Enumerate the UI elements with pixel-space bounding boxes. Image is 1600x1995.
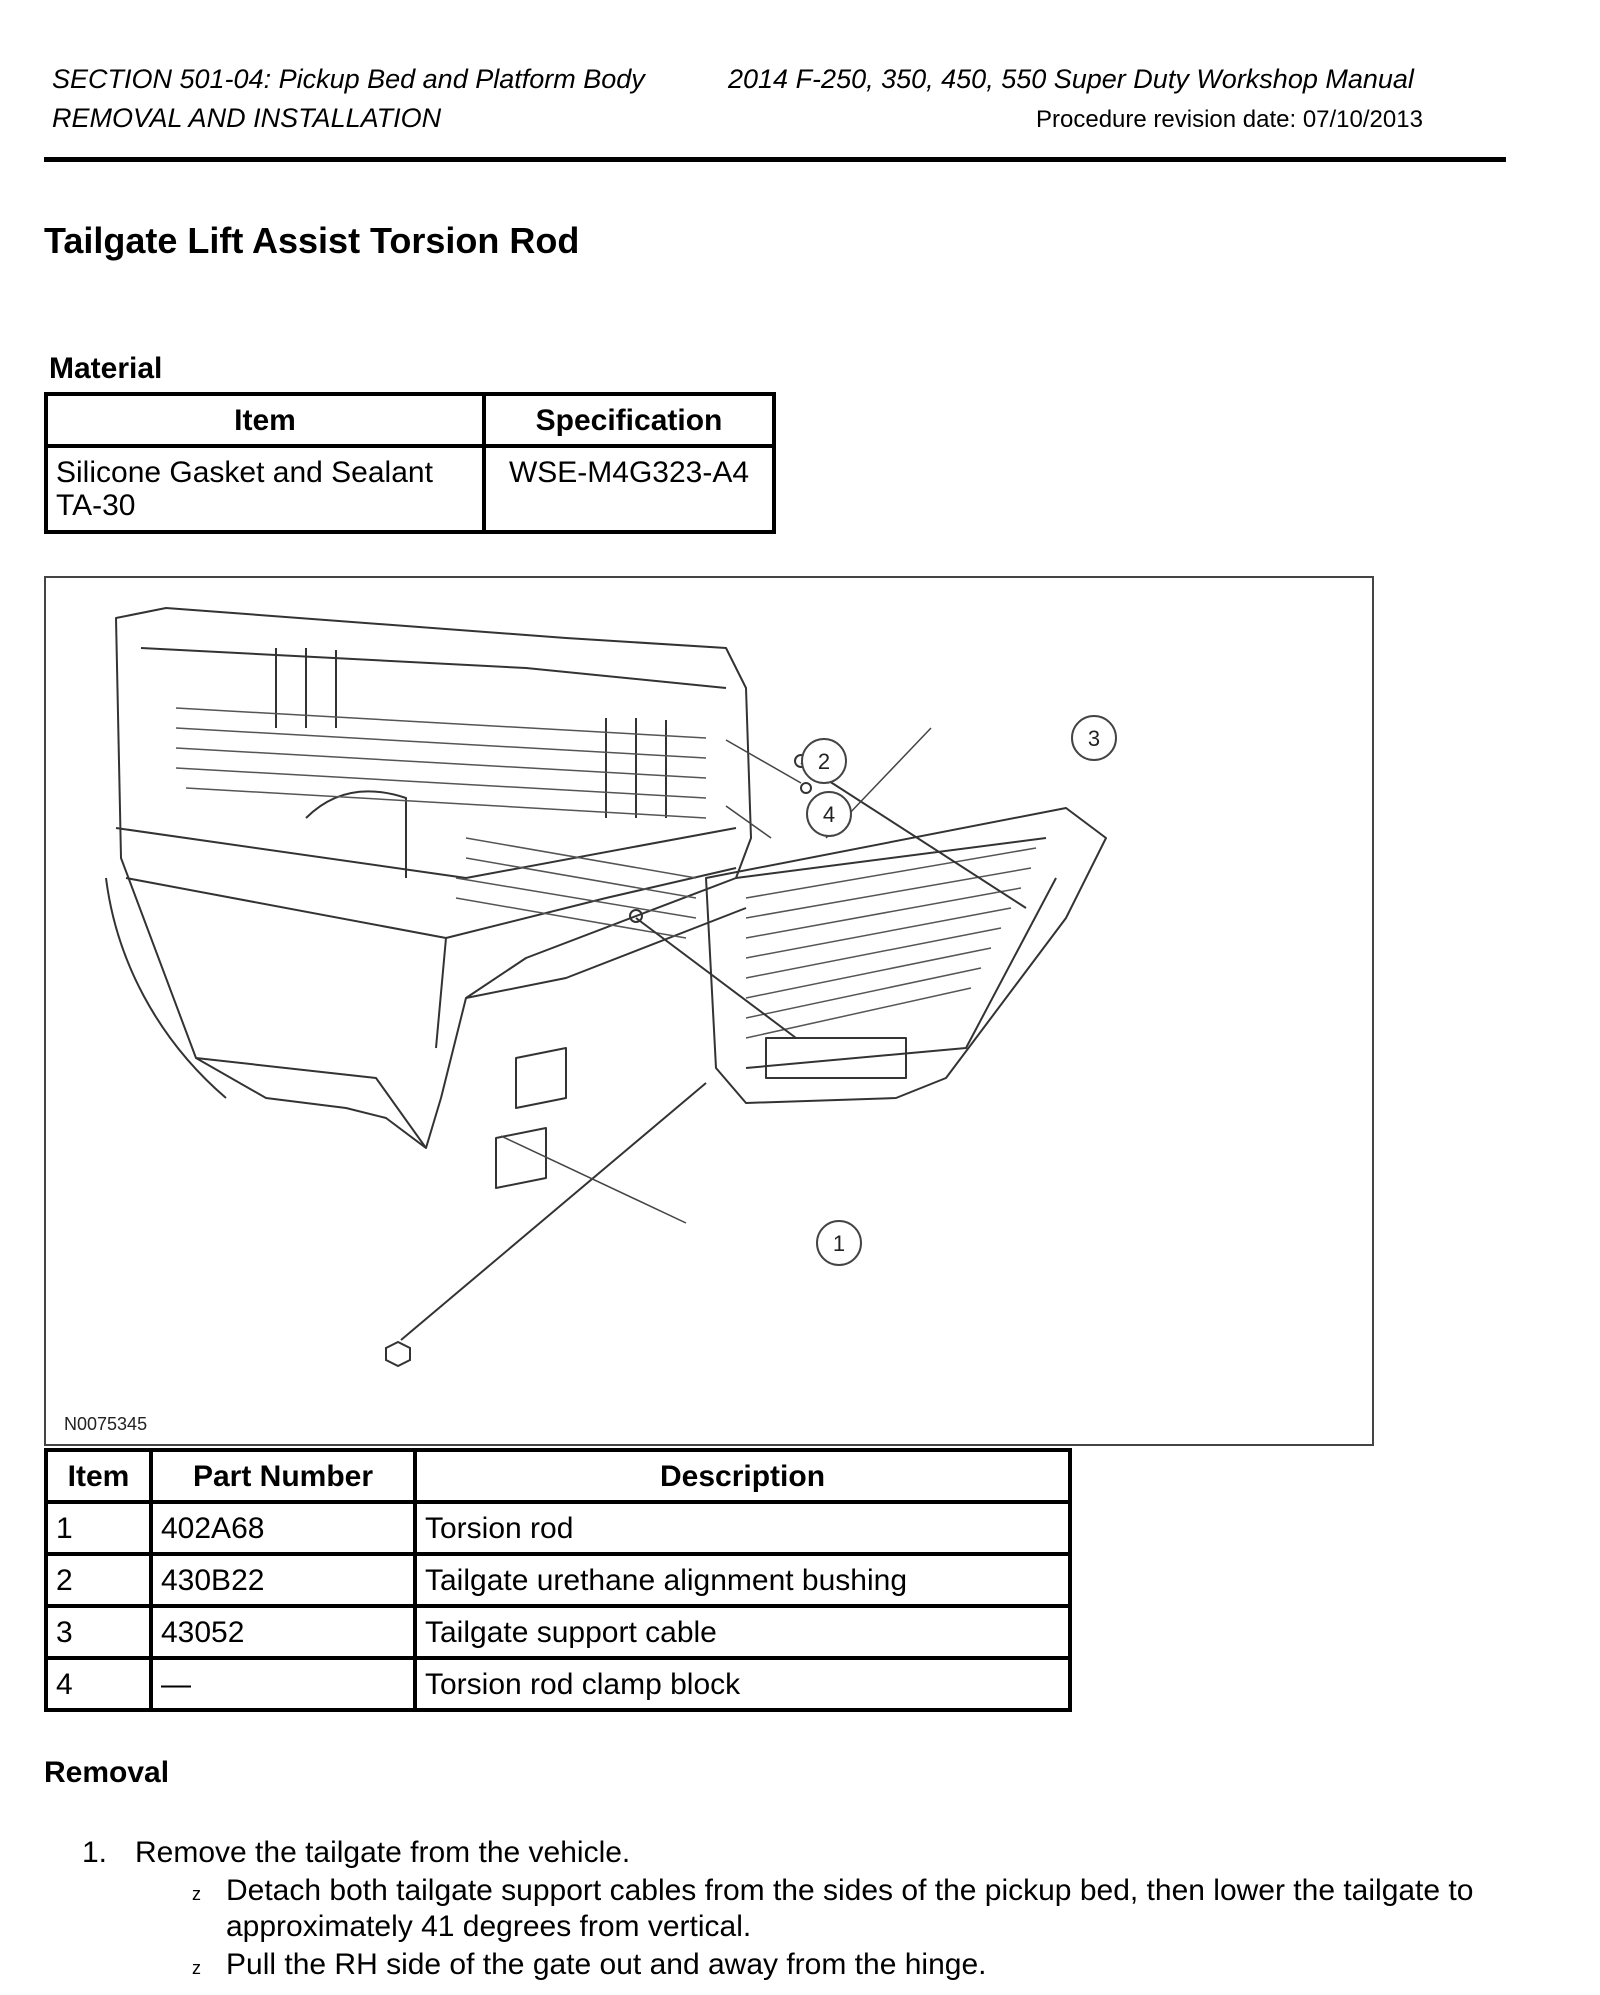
part-item-cell: 3	[44, 1604, 153, 1660]
table-row: 4 — Torsion rod clamp block	[44, 1656, 1072, 1712]
part-desc-cell: Tailgate support cable	[413, 1604, 1072, 1660]
callout-4: 4	[823, 802, 835, 827]
callout-3-circle	[1071, 715, 1117, 761]
part-item-cell: 4	[44, 1656, 153, 1712]
material-spec-cell: WSE-M4G323-A4	[482, 444, 776, 534]
table-row: 3 43052 Tailgate support cable	[44, 1604, 1072, 1660]
tailgate-illustration: 1 2 3 4 N0075345	[44, 576, 1374, 1446]
subsection-title: REMOVAL AND INSTALLATION	[52, 103, 442, 133]
material-table: Item Specification Silicone Gasket and S…	[44, 392, 776, 534]
table-row: Silicone Gasket and Sealant TA-30 WSE-M4…	[44, 444, 776, 534]
parts-col-desc: Description	[413, 1448, 1072, 1504]
page-title: Tailgate Lift Assist Torsion Rod	[44, 220, 580, 261]
callout-4-circle	[806, 791, 852, 837]
table-row: 2 430B22 Tailgate urethane alignment bus…	[44, 1552, 1072, 1608]
callout-2: 2	[818, 749, 830, 774]
table-row: 1 402A68 Torsion rod	[44, 1500, 1072, 1556]
bullet-glyph: z	[192, 1884, 201, 1904]
figure-id: N0075345	[64, 1414, 148, 1434]
part-desc-cell: Torsion rod clamp block	[413, 1656, 1072, 1712]
substep-2: Pull the RH side of the gate out and awa…	[226, 1948, 987, 1981]
part-desc-cell: Tailgate urethane alignment bushing	[413, 1552, 1072, 1608]
part-item-cell: 1	[44, 1500, 153, 1556]
part-number-cell: —	[149, 1656, 417, 1712]
material-heading: Material	[49, 352, 163, 385]
part-number-cell: 402A68	[149, 1500, 417, 1556]
callout-3: 3	[1088, 726, 1100, 751]
substep-1-line-2: approximately 41 degrees from vertical.	[226, 1910, 752, 1943]
part-item-cell: 2	[44, 1552, 153, 1608]
substep-1-line-1: Detach both tailgate support cables from…	[226, 1874, 1474, 1907]
header-divider	[44, 157, 1506, 162]
material-item-line: TA-30	[56, 489, 136, 522]
parts-col-part: Part Number	[149, 1448, 417, 1504]
parts-col-item: Item	[44, 1448, 153, 1504]
material-item-cell: Silicone Gasket and Sealant TA-30	[44, 444, 486, 534]
callout-1-circle	[816, 1220, 862, 1266]
removal-heading: Removal	[44, 1756, 170, 1789]
callout-2-circle	[801, 738, 847, 784]
material-col-item: Item	[44, 392, 486, 448]
revision-date: Procedure revision date: 07/10/2013	[1036, 106, 1423, 133]
material-item-line: Silicone Gasket and Sealant	[56, 456, 433, 489]
step-1-number: 1.	[82, 1836, 108, 1869]
parts-table: Item Part Number Description 1 402A68 To…	[44, 1448, 1072, 1712]
part-number-cell: 430B22	[149, 1552, 417, 1608]
material-col-spec: Specification	[482, 392, 776, 448]
part-desc-cell: Torsion rod	[413, 1500, 1072, 1556]
callout-1: 1	[833, 1231, 845, 1256]
manual-title: 2014 F-250, 350, 450, 550 Super Duty Wor…	[728, 64, 1414, 94]
part-number-cell: 43052	[149, 1604, 417, 1660]
bullet-glyph: z	[192, 1958, 201, 1978]
step-1-text: Remove the tailgate from the vehicle.	[135, 1836, 631, 1869]
section-title: SECTION 501-04: Pickup Bed and Platform …	[52, 64, 645, 94]
tailgate-drawing: 1 2 3 4	[105, 607, 1117, 1368]
